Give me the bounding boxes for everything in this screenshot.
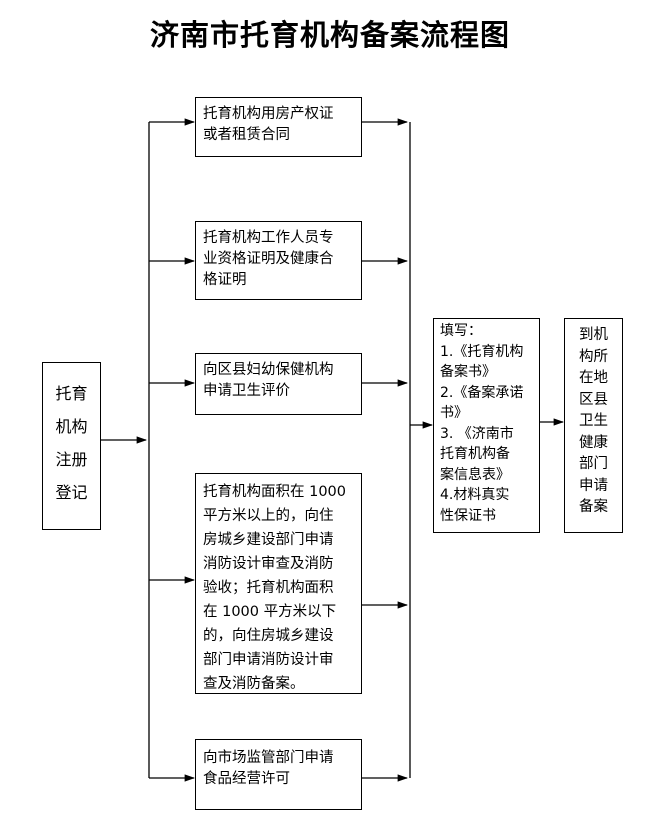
start-line: 注册 (55, 450, 88, 469)
requirement-box-fire-safety: 托育机构面积在 1000 平方米以上的，向住 房城乡建设部门申请 消防设计审查及… (195, 473, 362, 694)
requirement-box-health-evaluation: 向区县妇幼保健机构 申请卫生评价 (195, 353, 362, 415)
requirement-line: 格证明 (203, 272, 247, 288)
diagram-title: 济南市托育机构备案流程图 (149, 18, 510, 52)
fill-form-line: 3. 《济南市 (440, 425, 514, 442)
fill-form-line: 填写： (440, 323, 482, 339)
final-line: 部门 (579, 456, 608, 472)
requirement-line: 申请卫生评价 (203, 383, 290, 399)
requirement-line: 验收；托育机构面积 (203, 580, 334, 596)
final-line: 申请 (579, 477, 608, 494)
start-line: 登记 (55, 483, 88, 502)
requirement-line: 在 1000 平方米以下 (203, 604, 337, 620)
requirement-line: 平方米以上的，向住 (203, 508, 334, 524)
fill-form-line: 案信息表》 (440, 466, 510, 483)
final-line: 构所 (579, 348, 608, 365)
requirement-line: 房城乡建设部门申请 (203, 532, 334, 548)
requirement-line: 业资格证明及健康合 (203, 251, 334, 267)
fill-form-line: 书》 (440, 405, 468, 421)
requirement-box-food-license: 向市场监管部门申请 食品经营许可 (195, 739, 362, 810)
requirement-line: 查及消防备案。 (203, 676, 305, 692)
start-box-registration: 托育 机构 注册 登记 (42, 362, 101, 530)
requirement-line: 消防设计审查及消防 (203, 556, 334, 572)
final-line: 备案 (579, 499, 608, 515)
requirement-line: 向市场监管部门申请 (203, 750, 334, 766)
final-line: 健康 (579, 434, 608, 451)
requirement-line: 的，向住房城乡建设 (203, 628, 334, 644)
requirement-line: 或者租赁合同 (203, 127, 290, 143)
final-line: 卫生 (579, 413, 608, 429)
fill-form-line: 4.材料真实 (440, 487, 510, 503)
requirement-line: 托育机构用房产权证 (203, 106, 334, 122)
fill-form-line: 1.《托育机构 (440, 343, 524, 360)
fill-form-line: 2.《备案承诺 (440, 384, 524, 401)
requirement-line: 托育机构面积在 1000 (203, 484, 347, 500)
requirement-line: 部门申请消防设计审 (203, 652, 334, 668)
fill-form-box: 填写： 1.《托育机构 备案书》 2.《备案承诺 书》 3. 《济南市 托育机构… (433, 318, 540, 533)
final-box-filing: 到机 构所 在地 区县 卫生 健康 部门 申请 备案 (564, 318, 623, 533)
start-line: 机构 (55, 417, 88, 436)
fill-form-line: 性保证书 (440, 507, 496, 524)
requirement-line: 托育机构工作人员专 (203, 230, 334, 246)
final-line: 在地 (579, 370, 608, 386)
fill-form-line: 托育机构备 (440, 446, 510, 462)
start-line: 托育 (55, 384, 88, 403)
fill-form-line: 备案书》 (440, 364, 496, 380)
requirement-box-property-cert: 托育机构用房产权证 或者租赁合同 (195, 97, 362, 157)
final-line: 区县 (579, 391, 608, 408)
requirement-line: 食品经营许可 (203, 771, 290, 787)
requirement-line: 向区县妇幼保健机构 (203, 362, 334, 378)
final-line: 到机 (579, 327, 608, 343)
requirement-box-staff-qualification: 托育机构工作人员专 业资格证明及健康合 格证明 (195, 221, 362, 300)
